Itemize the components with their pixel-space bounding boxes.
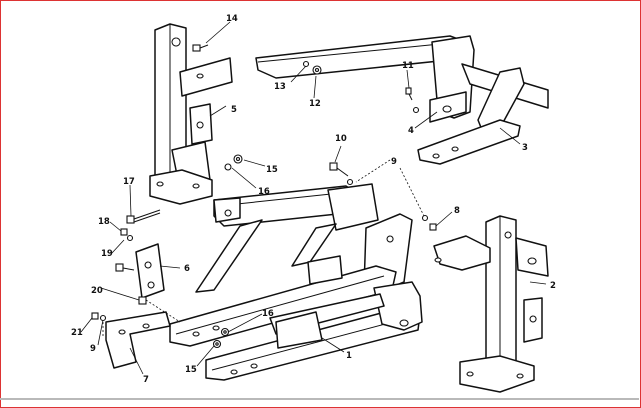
callout-6: 6 [184,264,190,274]
main-frame-part-1 [169,183,423,381]
callout-4: 4 [408,126,414,136]
callout-21: 21 [71,328,83,338]
left-post-part-5 [149,23,233,205]
leader-lines [80,21,547,375]
callout-10: 10 [335,134,347,144]
callout-15-lower: 15 [185,365,197,375]
callout-9-left: 9 [90,344,96,354]
callout-17: 17 [123,177,135,187]
rear-frame-part-3 [255,35,549,165]
bottom-separator [0,398,639,400]
callout-5: 5 [231,105,237,115]
callout-13: 13 [274,82,286,92]
bracket-part-7 [105,311,171,369]
callout-16-lower: 16 [262,309,274,319]
callout-18: 18 [98,217,110,227]
callout-1: 1 [346,351,352,361]
callout-16-upper: 16 [258,187,270,197]
plate-part-6 [135,243,165,299]
callout-9-right: 9 [391,157,397,167]
callout-7: 7 [143,375,149,385]
callout-20: 20 [91,286,103,296]
callout-2: 2 [550,281,556,291]
callout-3: 3 [522,143,528,153]
hardware-fasteners [91,44,437,349]
callout-8: 8 [454,206,460,216]
callout-12: 12 [309,99,321,109]
callout-14: 14 [226,14,238,24]
callout-11: 11 [402,61,414,71]
callout-15-upper: 15 [266,165,278,175]
callout-labels: 14 5 13 12 11 4 3 10 9 8 15 16 17 18 19 … [71,14,556,385]
plate-part-4 [429,91,467,123]
right-post-part-2 [433,215,549,393]
callout-19: 19 [101,249,113,259]
